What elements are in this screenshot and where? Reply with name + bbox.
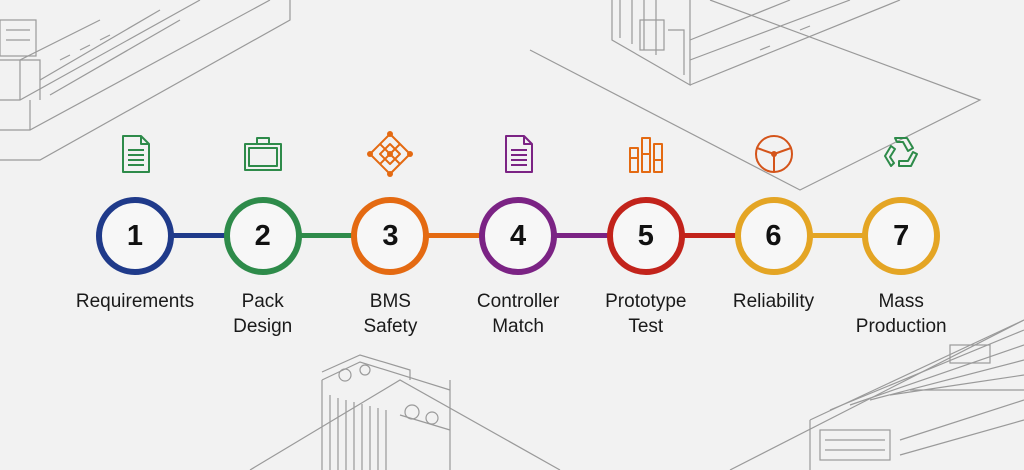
connector-line bbox=[390, 233, 519, 238]
step-label-line: Prototype bbox=[605, 291, 687, 312]
step-label: BMS Safety bbox=[315, 290, 465, 339]
step-label: Reliability bbox=[699, 290, 849, 315]
step-label-line: Reliability bbox=[732, 291, 815, 312]
step-label-line: BMS bbox=[369, 291, 411, 312]
connector-line bbox=[518, 233, 646, 238]
rack-illustration-top-center bbox=[529, 0, 982, 191]
step-circle: 1 bbox=[96, 197, 174, 275]
connector-line bbox=[262, 233, 391, 238]
step-label-line: Design bbox=[233, 315, 293, 337]
step-number: 7 bbox=[893, 219, 910, 252]
document-icon bbox=[111, 130, 159, 178]
step-label-line: Safety bbox=[363, 315, 418, 337]
connector-line bbox=[135, 233, 263, 238]
battery-pack-illustration-top-left bbox=[0, 0, 291, 161]
step-label-line: Mass bbox=[878, 291, 924, 312]
step-circle: 4 bbox=[479, 197, 558, 275]
step-label-line: Requirements bbox=[75, 291, 195, 312]
battery-pack-illustration-bottom-right bbox=[729, 319, 1024, 470]
step-circle: 7 bbox=[862, 197, 941, 275]
document-icon bbox=[494, 130, 542, 178]
circuit-network-icon bbox=[366, 130, 414, 178]
briefcase-icon bbox=[239, 130, 287, 178]
step-label-line: Pack bbox=[241, 291, 284, 312]
step-label-line: Production bbox=[855, 315, 947, 337]
step-number: 5 bbox=[637, 219, 654, 252]
step-label-line: Controller bbox=[476, 291, 560, 312]
step-number: 2 bbox=[254, 219, 271, 252]
connector-line bbox=[773, 233, 902, 238]
step-label-line: Test bbox=[628, 315, 664, 337]
step-label-line: Match bbox=[492, 315, 544, 337]
steering-wheel-icon bbox=[750, 130, 798, 178]
step-number: 6 bbox=[765, 219, 782, 252]
step-label: Requirements bbox=[60, 290, 210, 315]
step-circle: 3 bbox=[351, 197, 430, 275]
test-tubes-icon bbox=[622, 130, 670, 178]
step-circle: 2 bbox=[223, 197, 302, 275]
step-number: 1 bbox=[126, 219, 144, 252]
step-number: 3 bbox=[382, 219, 399, 252]
step-circle: 6 bbox=[734, 197, 813, 275]
connector-line bbox=[645, 233, 774, 238]
battery-illustration-bottom-center bbox=[249, 354, 561, 470]
step-number: 4 bbox=[510, 219, 527, 252]
step-circle: 5 bbox=[606, 197, 685, 275]
recycle-icon bbox=[877, 130, 925, 178]
